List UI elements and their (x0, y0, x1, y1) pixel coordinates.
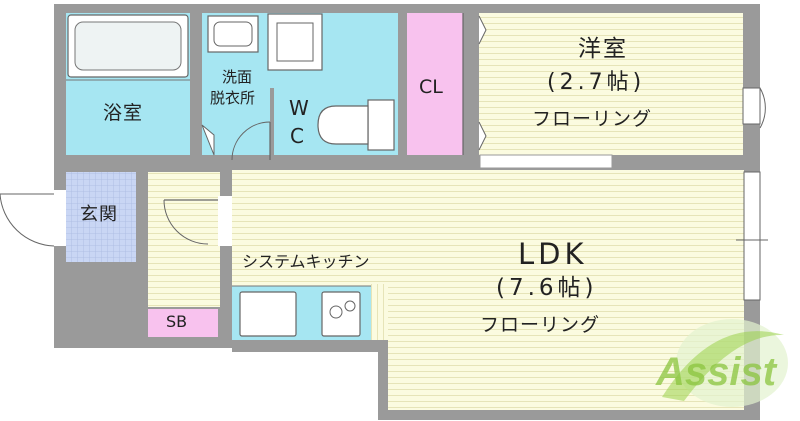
burner-right (344, 300, 356, 312)
west-room-door-gap (479, 154, 613, 169)
western-room-size: (2.7帖) (547, 70, 646, 95)
bath-door-swing (201, 124, 215, 156)
toilet-bowl (317, 105, 369, 145)
entrance-door-gap (54, 190, 66, 246)
washing-machine-drum (276, 22, 314, 62)
hallway-area (148, 172, 220, 307)
entrance-label: 玄関 (80, 204, 118, 225)
sink-bowl (213, 21, 253, 47)
kitchen-counter-strip (371, 284, 388, 340)
west-window (742, 87, 761, 125)
ldk-name: LDK (518, 237, 588, 271)
kitchen-label: システムキッチン (242, 252, 370, 271)
logo-swoosh (662, 331, 784, 401)
storage-area (148, 309, 218, 337)
wc-label-c: C (290, 124, 306, 148)
western-room-name: 洋室 (578, 36, 628, 62)
hall-door-swing (163, 199, 209, 245)
bathtub-inner (74, 21, 182, 71)
entrance-door-swing (0, 193, 55, 247)
closet-fold-door-bottom (478, 121, 487, 151)
assist-logo: Assist (655, 319, 788, 407)
ldk-area (232, 170, 744, 286)
western-room-floor: フローリング (532, 108, 653, 130)
ldk-floor: フローリング (480, 314, 601, 336)
ldk-size: (7.6帖) (496, 275, 598, 301)
washroom-label-line2: 脱衣所 (210, 89, 256, 107)
toilet-tank (367, 99, 395, 151)
hall-ldk-doorway (218, 196, 232, 246)
closet-area (407, 13, 463, 155)
closet-label: CL (419, 76, 443, 98)
kitchen-sink (239, 291, 297, 337)
west-window-swing (759, 87, 766, 129)
washroom-door-swing (231, 121, 271, 161)
bath-label: 浴室 (103, 102, 144, 124)
storage-label: SB (166, 312, 188, 331)
ldk-window (743, 171, 761, 301)
logo-text: Assist (655, 350, 778, 394)
wc-label-w: W (289, 96, 311, 120)
closet-fold-door-top (478, 15, 487, 45)
logo-swoosh-back (676, 319, 788, 407)
entrance-area (66, 172, 136, 262)
western-room-area (479, 13, 743, 155)
burner-left (329, 305, 343, 319)
washroom-label-line1: 洗面 (222, 68, 253, 86)
